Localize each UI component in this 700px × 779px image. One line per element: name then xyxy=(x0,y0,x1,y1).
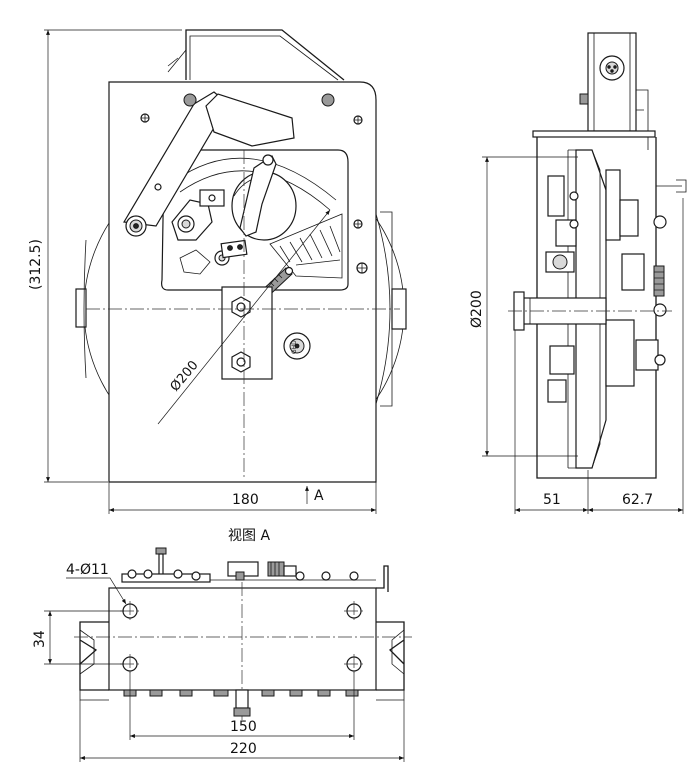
bottom-view: 视图 A xyxy=(32,528,412,762)
side-diameter-label: Ø200 xyxy=(469,290,485,328)
switch-knob: GHD xyxy=(283,332,311,360)
base-plate xyxy=(108,587,377,691)
holes-leader xyxy=(66,577,127,605)
top-bracket xyxy=(185,29,345,81)
vertical-34-label: 34 xyxy=(32,630,48,648)
svg-text:GHD: GHD xyxy=(291,340,298,354)
mounting-holes xyxy=(120,601,364,674)
holes-label: 4-Ø11 xyxy=(66,562,109,578)
sheave-profile-right xyxy=(376,621,405,691)
side-dim-left-label: 51 xyxy=(543,492,561,508)
side-dim-right-label: 62.7 xyxy=(622,492,653,508)
side-mechanism xyxy=(545,169,687,403)
side-back-plate xyxy=(532,130,656,138)
bottom-bolts xyxy=(123,689,359,717)
stud-top-left xyxy=(183,93,197,107)
view-arrow-label: A xyxy=(314,488,324,504)
switch-box xyxy=(587,32,637,132)
corner-screws xyxy=(140,93,368,274)
left-axle-stub xyxy=(75,288,87,328)
right-bracket xyxy=(376,565,389,592)
sheave-profile-left xyxy=(79,621,109,691)
swing-arm-head xyxy=(205,93,295,147)
hex-bolt-upper xyxy=(231,296,251,318)
overall-width-label: 220 xyxy=(230,741,257,757)
hex-bolt-lower xyxy=(231,351,251,373)
width-dim-label: 180 xyxy=(232,492,259,508)
height-dim-label: (312.5) xyxy=(28,239,44,290)
front-view: GHD Ø200 (312.5) 180 A xyxy=(28,29,407,514)
bolt-pair-plate xyxy=(220,239,248,259)
hole-spacing-label: 150 xyxy=(230,719,257,735)
view-a-title: 视图 A xyxy=(228,528,270,544)
side-view: Ø200 51 62.7 xyxy=(469,32,687,514)
top-hardware xyxy=(121,547,376,583)
stud-top-right xyxy=(321,93,335,107)
diameter-leader xyxy=(157,209,331,425)
